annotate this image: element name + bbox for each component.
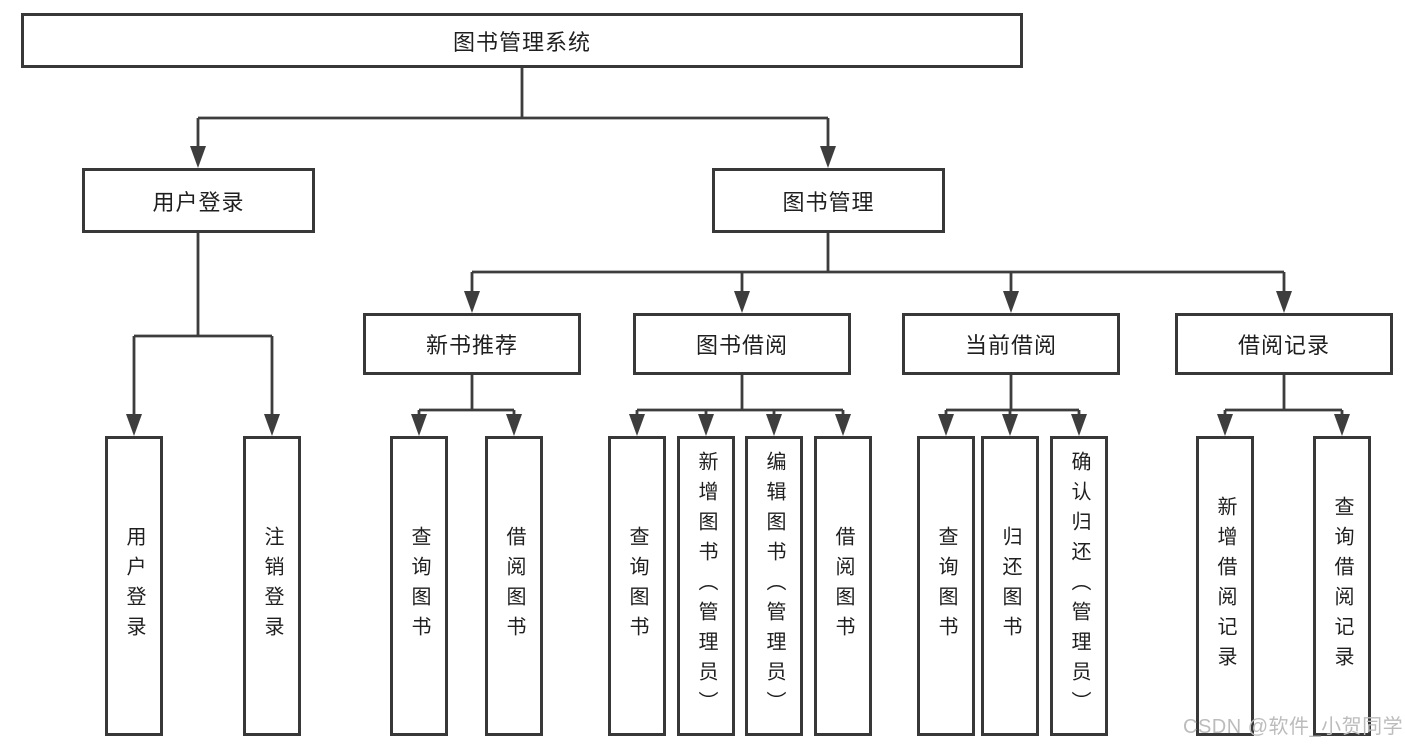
node-leaf-query-books: 查询图书 — [608, 436, 666, 736]
node-new-book-recommendation: 新书推荐 — [363, 313, 581, 375]
node-leaf-return-books-label: 归还图书 — [999, 526, 1021, 646]
node-leaf-confirm-return-admin: 确认归还（管理员） — [1050, 436, 1108, 736]
node-leaf-user-login: 用户登录 — [105, 436, 163, 736]
node-leaf-query-books-label: 查询图书 — [626, 526, 648, 646]
node-leaf-query-books-rec-label: 查询图书 — [408, 526, 430, 646]
node-leaf-add-borrow-record: 新增借阅记录 — [1196, 436, 1254, 736]
node-leaf-borrow-books: 借阅图书 — [814, 436, 872, 736]
node-leaf-borrow-books-label: 借阅图书 — [832, 526, 854, 646]
node-leaf-query-books-current-label: 查询图书 — [935, 526, 957, 646]
node-current-borrowing: 当前借阅 — [902, 313, 1120, 375]
node-leaf-query-borrow-record: 查询借阅记录 — [1313, 436, 1371, 736]
node-leaf-edit-books-admin: 编辑图书（管理员） — [745, 436, 803, 736]
node-leaf-query-borrow-record-label: 查询借阅记录 — [1331, 496, 1353, 676]
node-leaf-logout-label: 注销登录 — [261, 526, 283, 646]
node-leaf-query-books-current: 查询图书 — [917, 436, 975, 736]
node-library-management-system: 图书管理系统 — [21, 13, 1023, 68]
node-user-login: 用户登录 — [82, 168, 315, 233]
node-leaf-add-borrow-record-label: 新增借阅记录 — [1214, 496, 1236, 676]
node-leaf-borrow-books-rec: 借阅图书 — [485, 436, 543, 736]
node-borrowing-records: 借阅记录 — [1175, 313, 1393, 375]
node-book-borrowing: 图书借阅 — [633, 313, 851, 375]
node-leaf-borrow-books-rec-label: 借阅图书 — [503, 526, 525, 646]
node-leaf-add-books-admin-label: 新增图书（管理员） — [695, 451, 717, 721]
node-leaf-return-books: 归还图书 — [981, 436, 1039, 736]
node-book-management: 图书管理 — [712, 168, 945, 233]
csdn-watermark: CSDN @软件_小贺同学 — [1183, 716, 1404, 738]
node-leaf-logout: 注销登录 — [243, 436, 301, 736]
node-leaf-query-books-rec: 查询图书 — [390, 436, 448, 736]
node-leaf-confirm-return-admin-label: 确认归还（管理员） — [1068, 451, 1090, 721]
node-leaf-add-books-admin: 新增图书（管理员） — [677, 436, 735, 736]
node-leaf-edit-books-admin-label: 编辑图书（管理员） — [763, 451, 785, 721]
node-leaf-user-login-label: 用户登录 — [123, 526, 145, 646]
